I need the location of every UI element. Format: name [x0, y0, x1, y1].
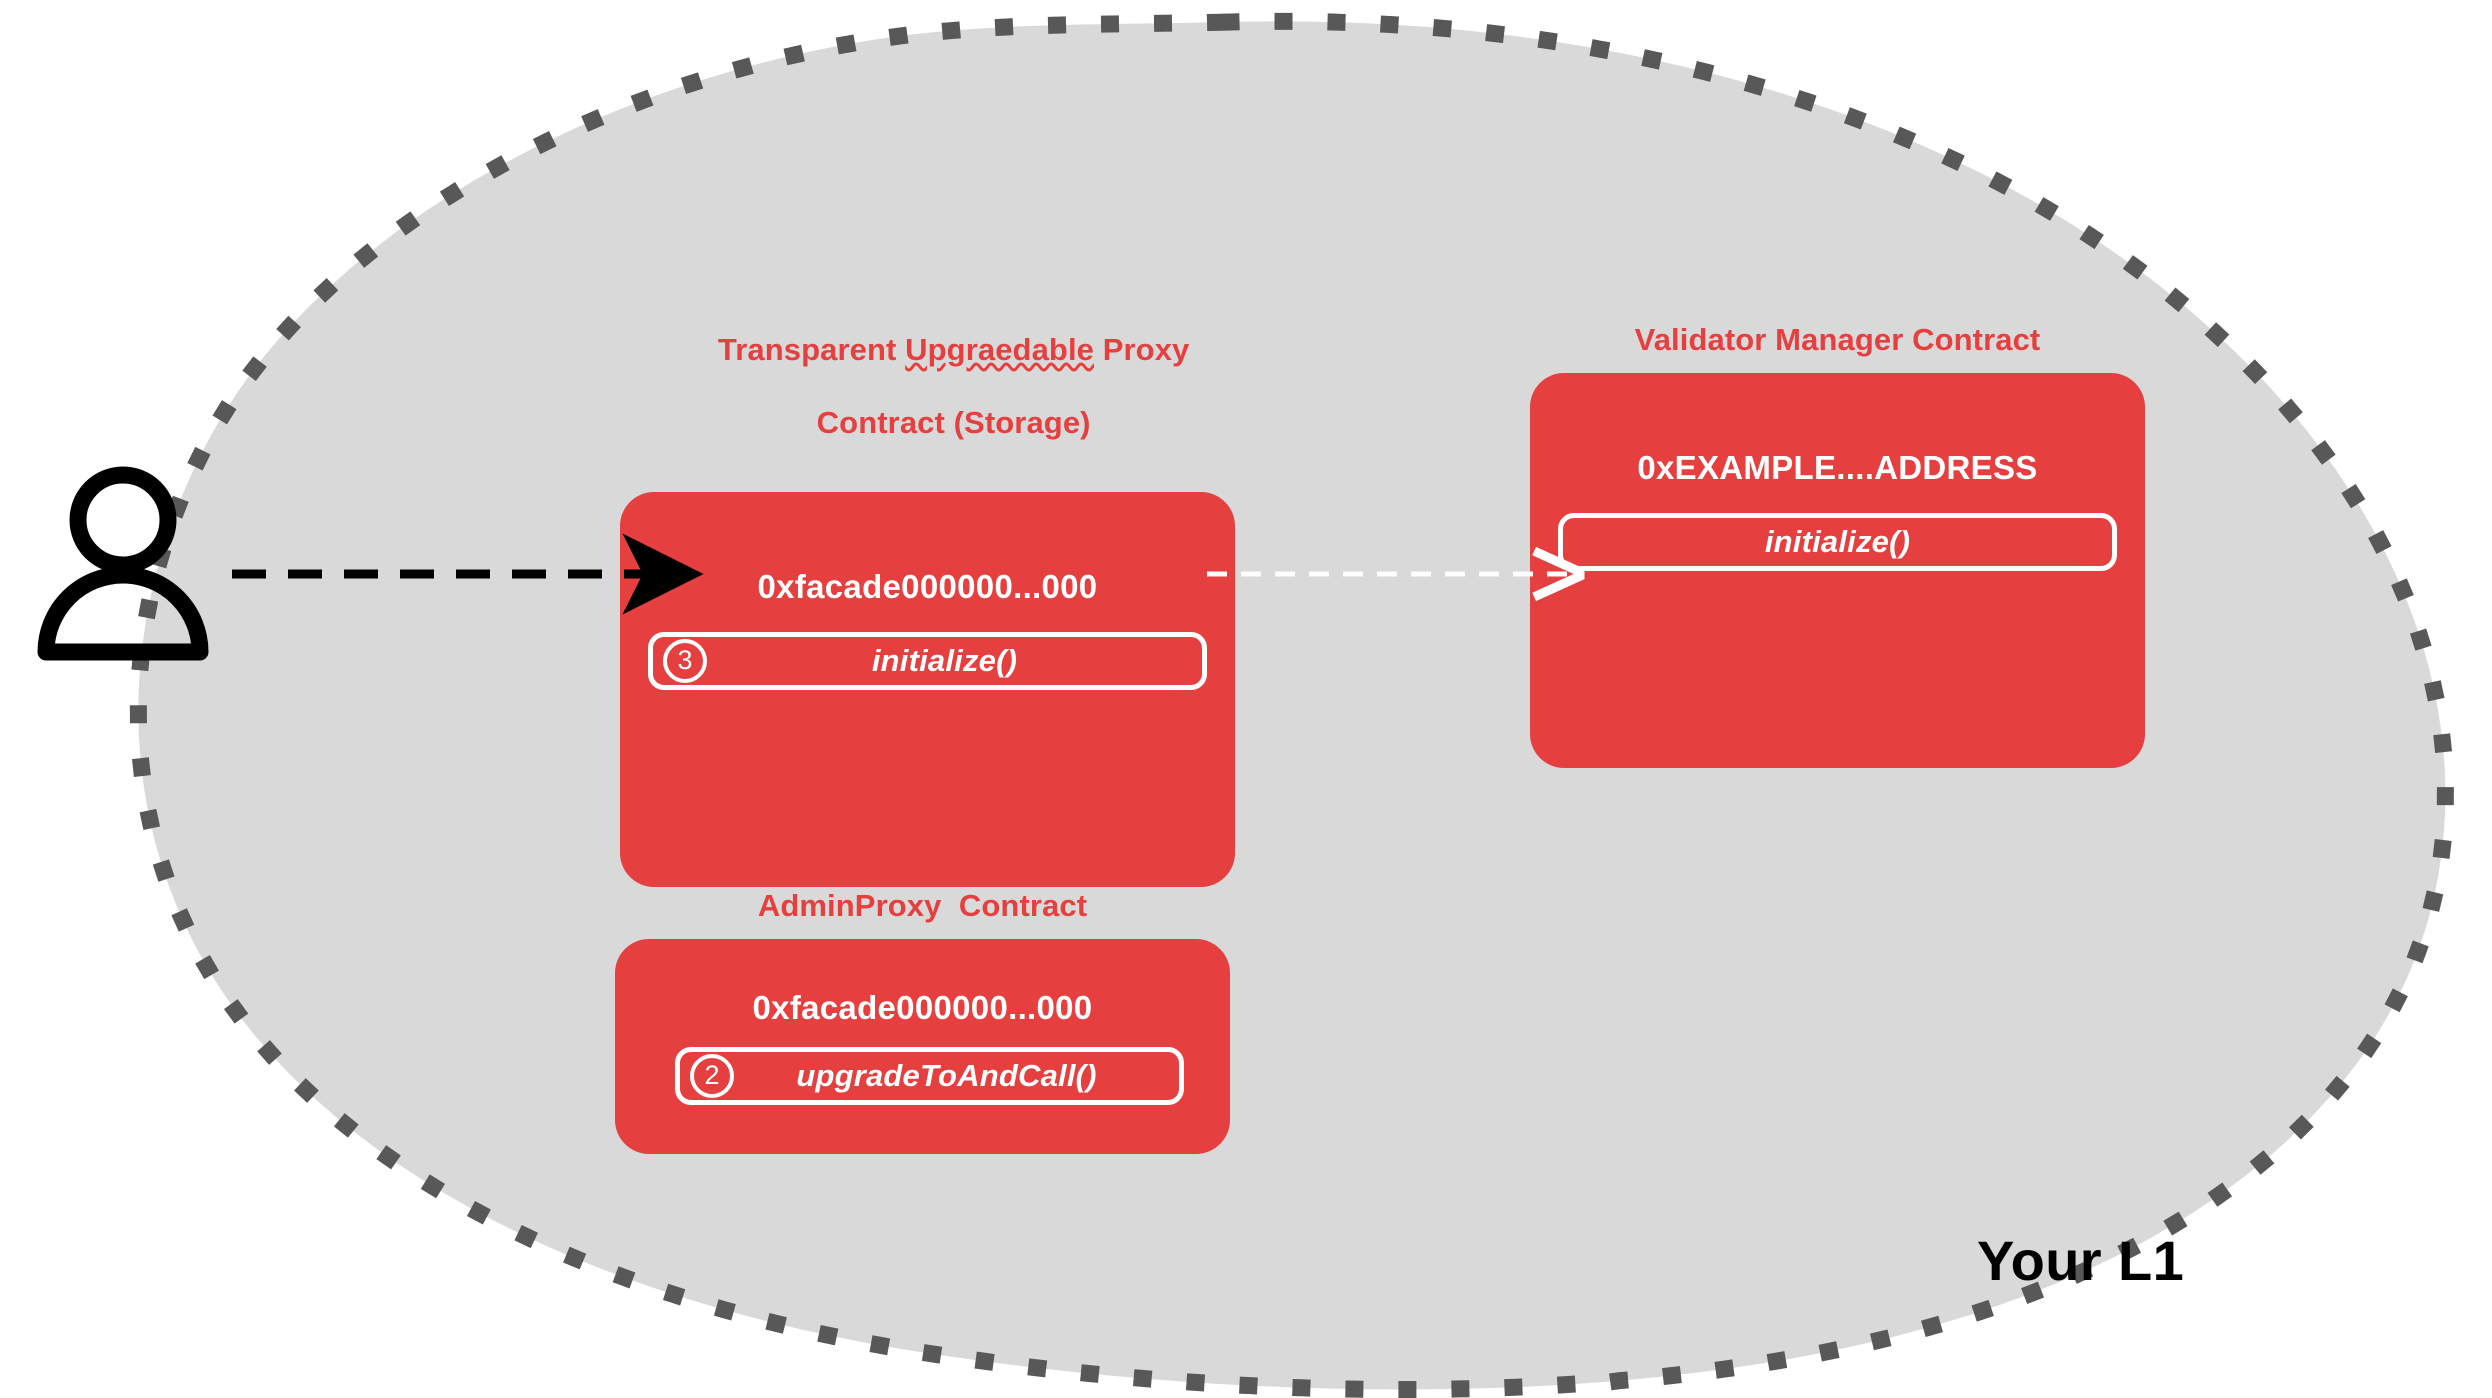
contract-group-validator: Validator Manager Contract 0xEXAMPLE....…	[1530, 322, 2145, 768]
method-pill-initialize-validator[interactable]: initialize()	[1558, 512, 2117, 571]
contract-title-validator: Validator Manager Contract	[1634, 322, 2041, 357]
contract-group-proxy: Transparent Upgraedable Proxy Contract (…	[620, 295, 1235, 887]
contract-box-admin[interactable]: 0xfacade000000...000 2 upgradeToAndCall(…	[615, 938, 1230, 1154]
contract-box-validator[interactable]: 0xEXAMPLE....ADDRESS initialize()	[1530, 372, 2145, 768]
environment-label: Your L1	[1977, 1229, 2185, 1292]
contract-box-proxy[interactable]: 0xfacade000000...000 3 initialize()	[620, 491, 1235, 887]
misspelled-word: Upgraedable	[905, 331, 1095, 367]
method-label-initialize: initialize()	[871, 642, 1018, 678]
contract-address-validator: 0xEXAMPLE....ADDRESS	[1637, 448, 2038, 486]
method-pill-initialize-proxy[interactable]: 3 initialize()	[648, 631, 1207, 690]
step-badge-2: 2	[690, 1053, 734, 1098]
contract-group-admin: AdminProxy Contract 0xfacade000000...000…	[615, 888, 1230, 1154]
contract-title-proxy: Transparent Upgraedable Proxy Contract (…	[717, 331, 1190, 440]
contract-title-admin: AdminProxy Contract	[757, 888, 1088, 923]
method-label-initialize: initialize()	[1764, 523, 1911, 559]
method-label-upgradetoandcall: upgradeToAndCall()	[796, 1057, 1097, 1093]
person-icon	[37, 466, 209, 661]
user-actor	[28, 462, 218, 662]
contract-address-admin: 0xfacade000000...000	[752, 988, 1093, 1026]
method-pill-upgradetoandcall[interactable]: 2 upgradeToAndCall()	[675, 1046, 1184, 1105]
step-badge-3: 3	[663, 638, 707, 683]
contract-address-proxy: 0xfacade000000...000	[757, 567, 1098, 605]
